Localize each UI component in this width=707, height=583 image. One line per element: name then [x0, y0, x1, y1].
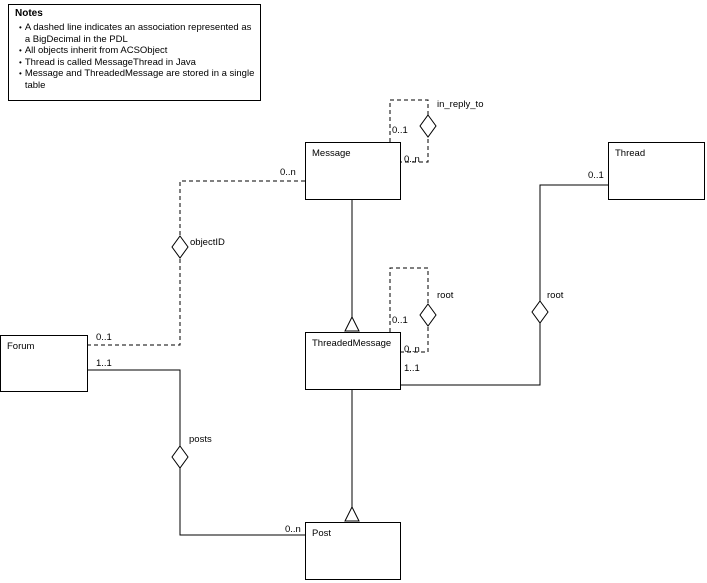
association-label-posts: posts [189, 434, 212, 445]
note-text: Message and ThreadedMessage are stored i… [24, 68, 255, 91]
notes-title: Notes [15, 8, 43, 19]
class-box-post: Post [305, 522, 401, 580]
inheritance-triangle-icon [344, 315, 360, 332]
class-box-forum: Forum [0, 335, 88, 392]
class-box-thread: Thread [608, 142, 705, 200]
note-text: All objects inherit from ACSObject [24, 45, 168, 56]
class-name: Post [312, 528, 332, 539]
multiplicity-objectid-message: 0..n [280, 167, 296, 178]
bullet-icon: • [19, 23, 22, 32]
diamond-in-reply-to-icon [419, 114, 437, 138]
bullet-icon: • [19, 69, 22, 78]
association-posts-line [88, 369, 305, 536]
multiplicity-objectid-forum: 0..1 [96, 332, 112, 343]
diamond-thread-root-icon [531, 300, 549, 324]
class-box-threadedmessage: ThreadedMessage [305, 332, 401, 390]
bullet-icon: • [19, 57, 22, 67]
inheritance-triangle-icon [344, 505, 360, 522]
diamond-threaded-root-icon [419, 303, 437, 327]
note-text: A dashed line indicates an association r… [24, 22, 252, 45]
multiplicity-posts-post: 0..n [285, 524, 301, 535]
multiplicity-posts-forum: 1..1 [96, 358, 112, 369]
notes-box: Notes • A dashed line indicates an assoc… [8, 4, 261, 101]
association-label-in-reply-to: in_reply_to [437, 99, 484, 110]
note-item: • All objects inherit from ACSObject [19, 45, 256, 57]
diamond-objectid-icon [171, 235, 189, 259]
association-objectid-line [88, 180, 305, 346]
note-item: • Thread is called MessageThread in Java [19, 57, 256, 69]
association-threaded-root-line [389, 267, 429, 353]
multiplicity-thread-root-thread: 0..1 [588, 170, 604, 181]
note-text: Thread is called MessageThread in Java [24, 56, 196, 68]
multiplicity-threaded-root-upper: 0..1 [392, 315, 408, 326]
multiplicity-in-reply-to-lower: 0..n [404, 154, 420, 165]
multiplicity-thread-root-tm: 1..1 [404, 363, 420, 374]
multiplicity-in-reply-to-upper: 0..1 [392, 125, 408, 136]
class-name: ThreadedMessage [312, 338, 392, 349]
bullet-icon: • [19, 46, 22, 55]
association-thread-root-line [400, 184, 608, 386]
association-label-threaded-root: root [437, 290, 454, 301]
class-box-message: Message [305, 142, 401, 200]
diamond-posts-icon [171, 445, 189, 469]
class-name: Thread [615, 148, 646, 159]
association-label-objectid: objectID [190, 237, 225, 248]
note-item: • Message and ThreadedMessage are stored… [19, 68, 256, 91]
note-item: • A dashed line indicates an association… [19, 22, 256, 45]
association-label-thread-root: root [547, 290, 564, 301]
class-name: Message [312, 148, 351, 159]
multiplicity-threaded-root-lower: 0..n [404, 344, 420, 355]
association-in-reply-to-line [389, 99, 429, 163]
class-name: Forum [7, 341, 35, 352]
